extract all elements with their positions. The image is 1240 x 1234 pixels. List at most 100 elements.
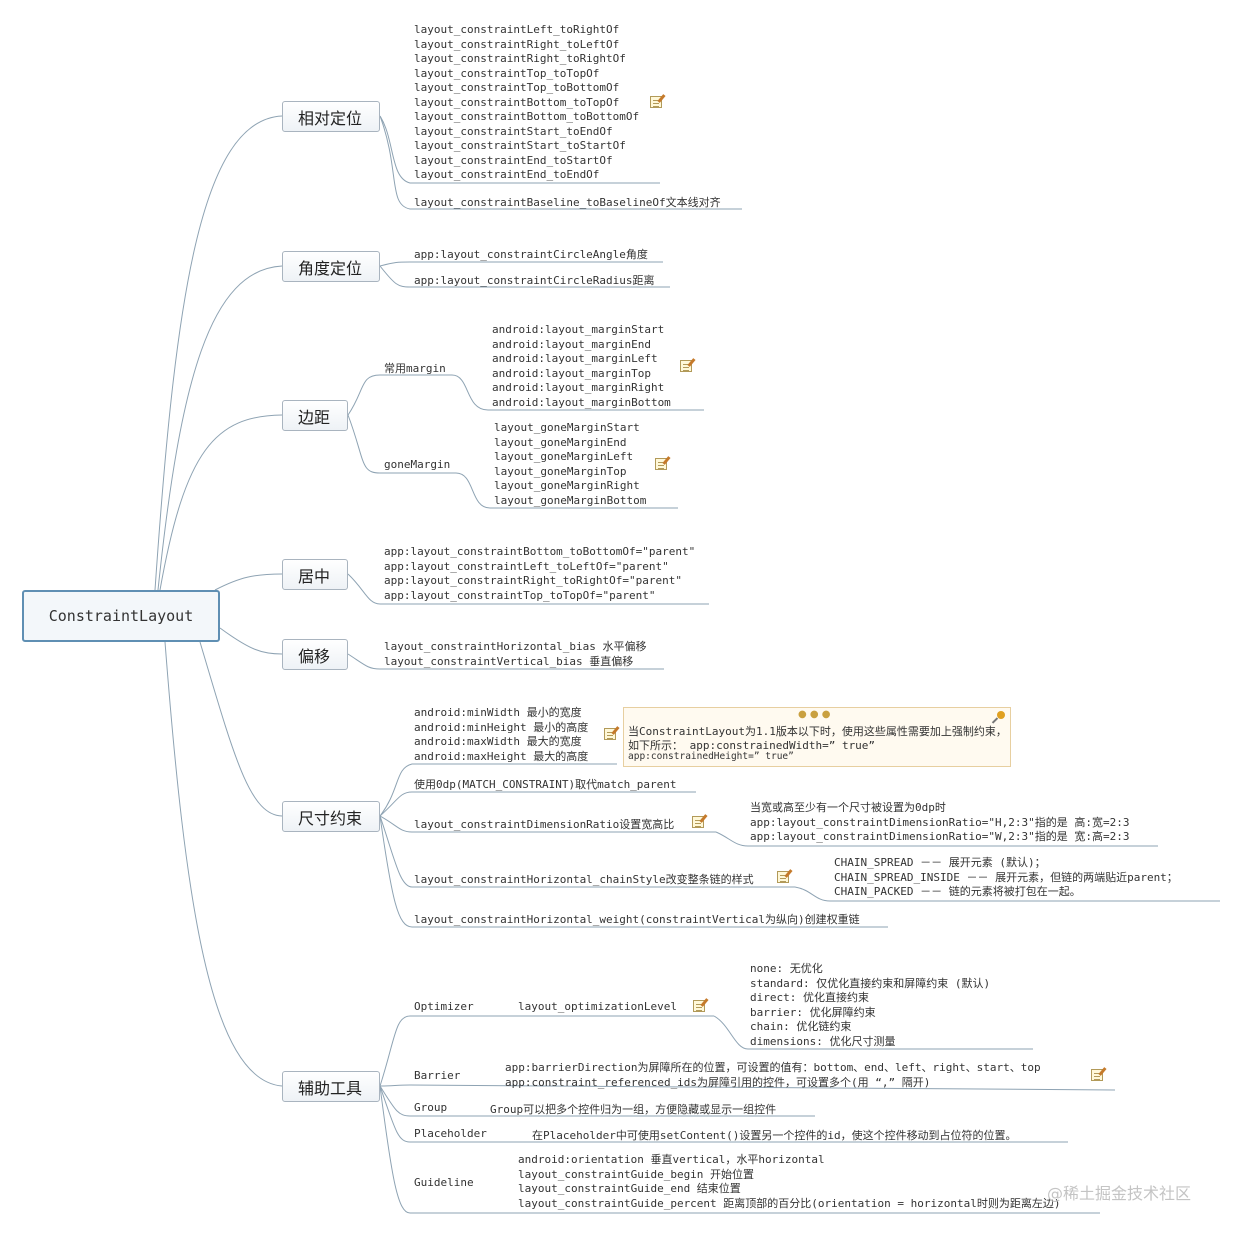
chain-style-item: layout_constraintHorizontal_chainStyle改变… [414,873,754,886]
optimizer-value: barrier: 优化屏障约束 [750,1005,876,1019]
branch-margin[interactable]: 边距 [282,400,348,431]
optimizer-value: dimensions: 优化尺寸测量 [750,1034,896,1048]
common-margin-item: android:layout_marginStart [492,323,665,336]
branch-tools[interactable]: 辅助工具 [282,1071,380,1102]
center-list: app:layout_constraintBottom_toBottomOf="… [384,545,695,603]
match-constraint-item: 使用0dp(MATCH_CONSTRAINT)取代match_parent [414,778,677,791]
relative-constraint-item: layout_constraintTop_toBottomOf [414,81,620,94]
callout-note: ● ● ● 当ConstraintLayout为1.1版本以下时，使用这些属性需… [623,707,1011,767]
chain-note-line: CHAIN_PACKED －－ 链的元素将被打包在一起。 [834,885,1081,898]
center-item: app:layout_constraintRight_toRightOf="pa… [384,574,683,587]
min-max-item: android:minHeight 最小的高度 [414,720,589,734]
guideline-notes: android:orientation 垂直vertical，水平horizon… [518,1153,1061,1211]
common-margin-item: android:layout_marginLeft [492,352,658,365]
note-icon[interactable] [692,816,704,828]
ratio-note-line: 当宽或高至少有一个尺寸被设置为0dp时 [750,801,946,814]
guideline-note-line: android:orientation 垂直vertical，水平horizon… [518,1153,825,1166]
relative-constraint-item: layout_constraintBottom_toBottomOf [414,110,640,123]
ratio-note-line: app:layout_constraintDimensionRatio="W,2… [750,830,1130,843]
barrier-notes: app:barrierDirection为屏障所在的位置，可设置的值有：bott… [505,1061,1041,1090]
bias-item: layout_constraintHorizontal_bias 水平偏移 [384,640,647,653]
optimizer-label: Optimizer [414,1000,474,1013]
ratio-item: layout_constraintDimensionRatio设置宽高比 [414,818,675,831]
center-item: app:layout_constraintLeft_toLeftOf="pare… [384,559,669,573]
barrier-note-line: app:barrierDirection为屏障所在的位置，可设置的值有：bott… [505,1061,1041,1074]
chain-note-line: CHAIN_SPREAD －－ 展开元素 (默认)； [834,856,1046,869]
guideline-label: Guideline [414,1176,474,1189]
guideline-note-line: layout_constraintGuide_end 结束位置 [518,1182,741,1195]
ratio-note-line: app:layout_constraintDimensionRatio="H,2… [750,815,1130,829]
placeholder-note: 在Placeholder中可使用setContent()设置另一个控件的id，使… [532,1129,1017,1142]
chain-style-notes: CHAIN_SPREAD －－ 展开元素 (默认)；CHAIN_SPREAD_I… [834,856,1178,900]
branch-bias[interactable]: 偏移 [282,639,348,670]
barrier-label: Barrier [414,1069,461,1082]
branch-angle[interactable]: 角度定位 [282,251,380,282]
pin-icon[interactable] [997,711,1005,719]
relative-constraint-item: layout_constraintEnd_toStartOf [414,153,613,167]
angle-item: app:layout_constraintCircleRadius距离 [414,274,655,287]
note-icon[interactable] [1091,1069,1103,1081]
optimizer-value: chain: 优化链约束 [750,1020,852,1033]
note-icon[interactable] [693,1000,705,1012]
note-icon[interactable] [680,360,692,372]
note-icon[interactable] [650,96,662,108]
group-label: Group [414,1101,448,1114]
optimizer-value: direct: 优化直接约束 [750,991,869,1004]
optimizer-value: standard: 仅优化直接约束和屏障约束 (默认) [750,976,991,990]
common-margin-item: android:layout_marginBottom [492,395,671,409]
gone-margin-item: layout_goneMarginLeft [494,450,634,463]
branch-relative[interactable]: 相对定位 [282,101,380,132]
group-note: Group可以把多个控件归为一组，方便隐藏或显示一组控件 [490,1103,777,1116]
relative-constraint-item: layout_constraintStart_toStartOf [414,139,626,152]
common-margin-label: 常用margin [384,362,446,375]
min-max-item: android:maxWidth 最大的宽度 [414,735,582,748]
angle-item: app:layout_constraintCircleAngle角度 [414,248,648,261]
placeholder-label: Placeholder [414,1127,487,1140]
common-margin-item: android:layout_marginTop [492,366,651,380]
note-icon[interactable] [777,871,789,883]
root-node[interactable]: ConstraintLayout [22,590,220,642]
gone-margin-item: layout_goneMarginTop [494,464,627,478]
bias-item: layout_constraintVertical_bias 垂直偏移 [384,654,634,668]
relative-constraint-item: layout_constraintRight_toLeftOf [414,37,620,51]
chain-note-line: CHAIN_SPREAD_INSIDE －－ 展开元素，但链的两端贴近paren… [834,870,1178,884]
branch-center[interactable]: 居中 [282,559,348,590]
note-icon[interactable] [655,458,667,470]
common-margin-item: android:layout_marginEnd [492,337,651,351]
branch-size[interactable]: 尺寸约束 [282,801,380,832]
watermark: @稀土掘金技术社区 [1047,1184,1192,1203]
callout-line: 当ConstraintLayout为1.1版本以下时，使用这些属性需要加上强制约… [628,725,1007,738]
callout-dots-icon: ● ● ● [798,709,831,720]
relative-constraint-item: layout_constraintLeft_toRightOf [414,23,620,36]
common-margin-item: android:layout_marginRight [492,381,665,394]
min-max-item: android:minWidth 最小的宽度 [414,706,582,719]
gone-margin-label: goneMargin [384,458,451,471]
optimizer-value: none: 无优化 [750,962,823,975]
callout-line: app:constrainedHeight=” true” [628,751,794,762]
gone-margin-item: layout_goneMarginRight [494,479,640,492]
center-item: app:layout_constraintTop_toTopOf="parent… [384,588,656,602]
weight-item: layout_constraintHorizontal_weight(const… [414,913,860,926]
center-item: app:layout_constraintBottom_toBottomOf="… [384,545,696,558]
relative-constraint-item: layout_constraintEnd_toEndOf [414,168,600,181]
gone-margin-item: layout_goneMarginBottom [494,493,647,507]
note-icon[interactable] [604,728,616,740]
gone-margin-item: layout_goneMarginStart [494,421,640,434]
min-max-item: android:maxHeight 最大的高度 [414,749,589,763]
relative-constraint-item: layout_constraintTop_toTopOf [414,66,600,80]
baseline-item: layout_constraintBaseline_toBaselineOf文本… [414,196,721,209]
optimizer-attr: layout_optimizationLevel [518,1000,677,1013]
barrier-note-line: app:constraint_referenced_ids为屏障引用的控件，可设… [505,1075,931,1089]
relative-constraint-item: layout_constraintBottom_toTopOf [414,95,620,109]
relative-constraint-item: layout_constraintStart_toEndOf [414,124,613,138]
guideline-note-line: layout_constraintGuide_percent 距离顶部的百分比(… [518,1196,1061,1210]
